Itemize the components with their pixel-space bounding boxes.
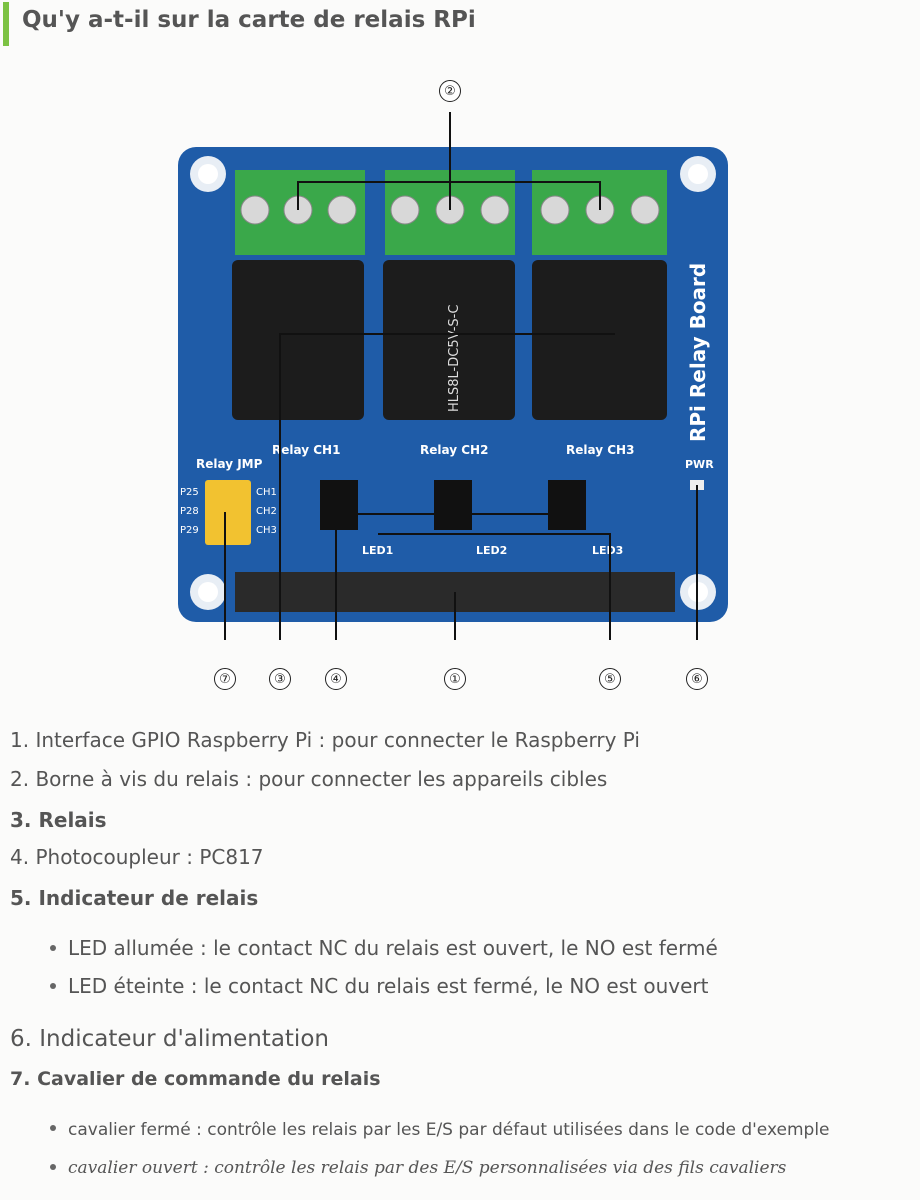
bullet-dot: [50, 944, 56, 951]
bullet-led-off: LED éteinte : le contact NC du relais es…: [50, 974, 708, 998]
jmp-pin-p28: P28: [180, 506, 199, 517]
callout-1: ①: [444, 668, 466, 690]
callout-4: ④: [325, 668, 347, 690]
board-name-label: RPi Relay Board: [686, 263, 710, 442]
title-bar: Qu'y a-t-il sur la carte de relais RPi: [0, 0, 920, 48]
list-item-number: 6.: [10, 1026, 32, 1052]
list-item-number: 2.: [10, 767, 30, 791]
bullet-text: cavalier ouvert : contrôle les relais pa…: [68, 1158, 787, 1178]
list-item-number: 7.: [10, 1068, 31, 1090]
list-item-3: 3. Relais: [10, 808, 107, 832]
list-item-text: Relais: [38, 808, 107, 832]
bullet-dot: [50, 1125, 56, 1131]
list-item-number: 1.: [10, 728, 30, 752]
list-item-2: 2. Borne à vis du relais : pour connecte…: [10, 767, 607, 791]
bullet-text: cavalier fermé : contrôle les relais par…: [68, 1120, 830, 1140]
screw-terminals: [235, 170, 667, 255]
list-item-6: 6. Indicateur d'alimentation: [10, 1026, 329, 1052]
bullet-led-on: LED allumée : le contact NC du relais es…: [50, 936, 718, 960]
relay-label-ch3: Relay CH3: [566, 443, 634, 457]
list-item-text: Interface GPIO Raspberry Pi : pour conne…: [35, 728, 640, 752]
list-item-text: Borne à vis du relais : pour connecter l…: [35, 767, 608, 791]
bullet-dot: [50, 982, 56, 989]
jmp-ch2: CH2: [256, 506, 277, 517]
list-item-text: Indicateur d'alimentation: [39, 1026, 329, 1052]
list-item-text: Photocoupleur : PC817: [35, 845, 264, 869]
list-item-4: 4. Photocoupleur : PC817: [10, 845, 264, 869]
bullet-jumper-closed: cavalier fermé : contrôle les relais par…: [50, 1120, 830, 1140]
page-title: Qu'y a-t-il sur la carte de relais RPi: [22, 7, 476, 33]
list-item-text: Indicateur de relais: [38, 886, 259, 910]
optocouplers: [320, 480, 586, 530]
jumpers: [205, 480, 251, 545]
led-label-2: LED2: [476, 544, 507, 557]
callout-7: ⑦: [214, 668, 236, 690]
relay-board-figure: HLS8L-DC5V-S-C RPi Relay Board Relay CH1…: [178, 112, 728, 640]
list-item-number: 4.: [10, 845, 30, 869]
pwr-label: PWR: [685, 458, 714, 471]
jmp-ch3: CH3: [256, 525, 277, 536]
bullet-text: LED allumée : le contact NC du relais es…: [68, 936, 718, 960]
jmp-pin-p29: P29: [180, 525, 199, 536]
callout-2: ②: [439, 80, 461, 102]
callout-3: ③: [269, 668, 291, 690]
callout-6: ⑥: [686, 668, 708, 690]
led-label-1: LED1: [362, 544, 393, 557]
list-item-1: 1. Interface GPIO Raspberry Pi : pour co…: [10, 728, 640, 752]
led-label-3: LED3: [592, 544, 623, 557]
title-accent-bar: [3, 2, 9, 46]
bullet-dot: [50, 1163, 56, 1170]
list-item-5: 5. Indicateur de relais: [10, 886, 258, 910]
bullet-text: LED éteinte : le contact NC du relais es…: [68, 974, 709, 998]
jmp-pin-p25: P25: [180, 487, 199, 498]
bullet-jumper-open: cavalier ouvert : contrôle les relais pa…: [50, 1158, 786, 1178]
list-item-text: Cavalier de commande du relais: [37, 1068, 381, 1090]
relays: [232, 260, 667, 420]
relay-jmp-label: Relay JMP: [196, 457, 263, 471]
relay-label-ch1: Relay CH1: [272, 443, 340, 457]
jmp-ch1: CH1: [256, 487, 277, 498]
callout-5: ⑤: [599, 668, 621, 690]
relay-part-text: HLS8L-DC5V-S-C: [447, 305, 462, 412]
list-item-number: 3.: [10, 808, 32, 832]
list-item-number: 5.: [10, 886, 32, 910]
list-item-7: 7. Cavalier de commande du relais: [10, 1068, 381, 1090]
relay-label-ch2: Relay CH2: [420, 443, 488, 457]
callout-lines: [224, 112, 698, 640]
